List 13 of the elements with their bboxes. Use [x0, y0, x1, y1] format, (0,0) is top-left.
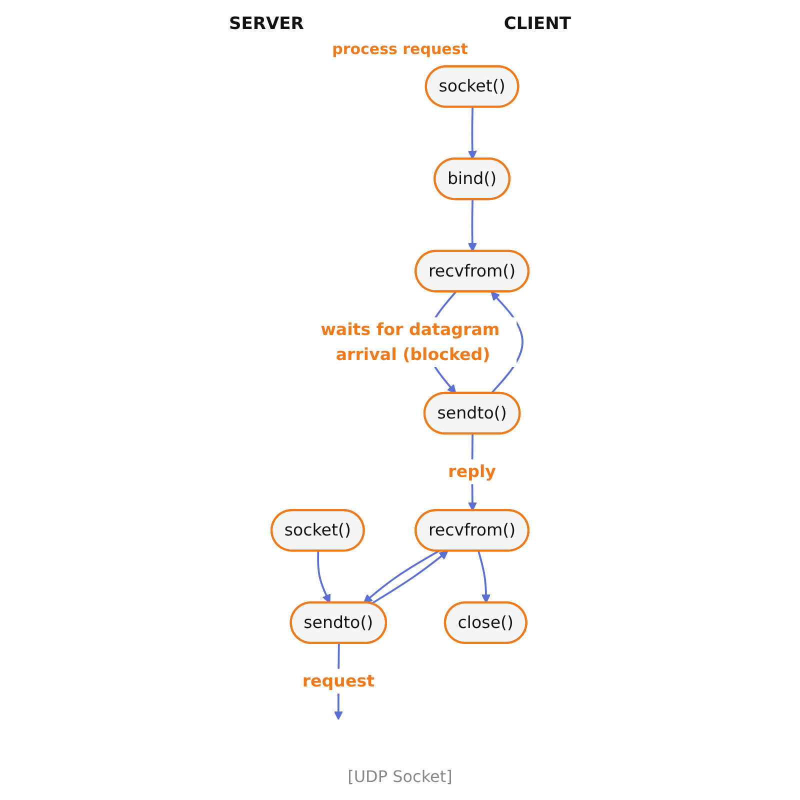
edge-label: reply: [448, 461, 496, 482]
arrow: [371, 550, 448, 604]
arrow: [317, 551, 331, 604]
step-note: process request: [332, 40, 468, 58]
edge-label: request: [302, 670, 374, 691]
arrow: [478, 550, 491, 604]
caption: [UDP Socket]: [348, 767, 452, 786]
arrow: [468, 107, 477, 160]
column-heading: SERVER: [229, 14, 304, 34]
arrow: [363, 550, 440, 604]
arrow: [468, 200, 477, 252]
column-heading: CLIENT: [504, 14, 571, 34]
edge-label: waits for datagram arrival (blocked): [320, 319, 500, 364]
